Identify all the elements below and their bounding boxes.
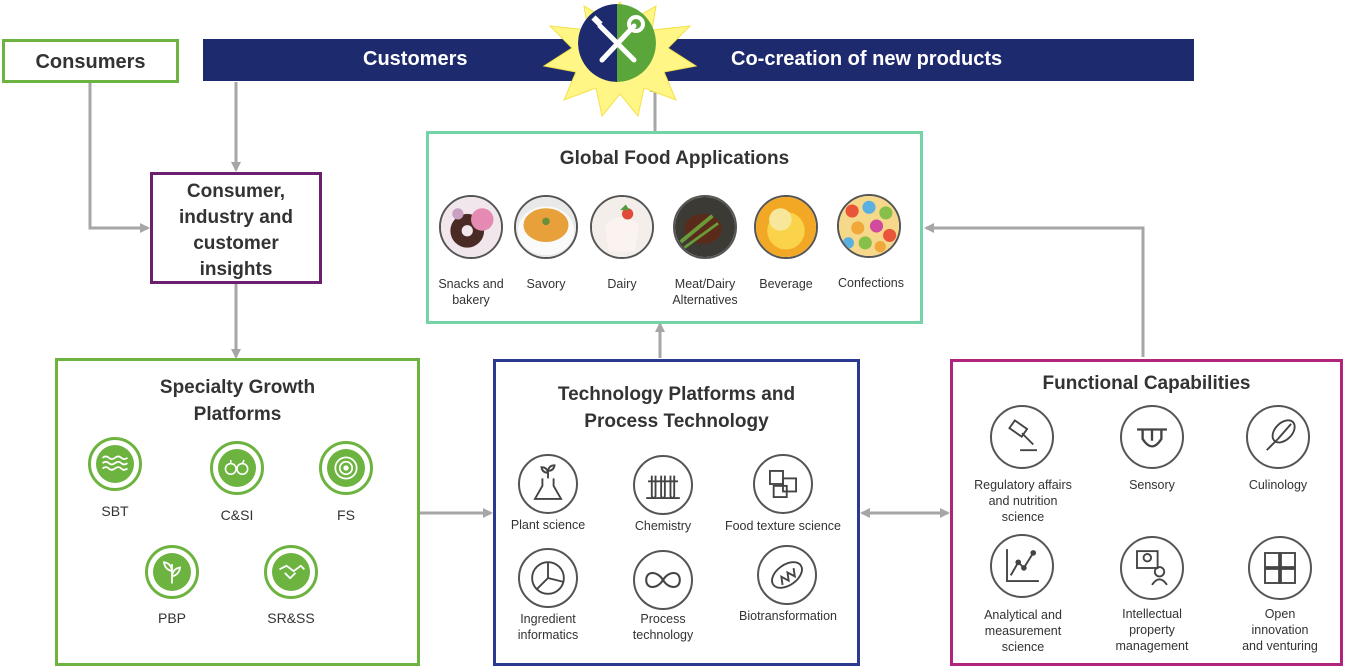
customers-banner: Customers Co-creation of new products	[203, 39, 1194, 81]
tech-label-biotransformation: Biotransformation	[739, 609, 837, 623]
idea-person-icon	[1120, 536, 1184, 600]
gfa-label-dairy: Dairy	[607, 277, 637, 291]
func-label-open-innovation: Open innovation and venturing	[1242, 607, 1318, 653]
insights-box: Consumer, industry and customer insights	[150, 172, 322, 284]
dairy-photo	[590, 195, 654, 259]
tech-label-chemistry: Chemistry	[634, 519, 692, 533]
test-tubes-icon	[633, 455, 693, 515]
gfa-label-confections: Confections	[837, 276, 904, 290]
tongue-icon	[1120, 405, 1184, 469]
func-label-regulatory: Regulatory affairs and nutrition science	[974, 478, 1072, 524]
sgp-label-srss: SR&SS	[267, 610, 315, 626]
tech-title: Technology Platforms and Process Technol…	[557, 384, 796, 432]
soup-photo	[514, 195, 578, 259]
sgp-label-sbt: SBT	[101, 503, 129, 519]
func-label-culinology: Culinology	[1248, 478, 1308, 492]
texture-icon	[753, 454, 813, 514]
tools-icon	[578, 4, 656, 82]
meat-photo	[673, 195, 737, 259]
flask-plant-icon	[518, 454, 578, 514]
produce-icon	[210, 441, 264, 495]
func-title: Functional Capabilities	[1042, 373, 1251, 394]
consumers-box: Consumers	[2, 39, 179, 83]
tech-label-informatics: Ingredient informatics	[517, 612, 579, 642]
gfa-label-meat: Meat/Dairy Alternatives	[672, 277, 738, 307]
customers-label: Customers	[363, 48, 468, 70]
gfa-label-snacks: Snacks and bakery	[438, 277, 504, 307]
confections-photo	[837, 194, 901, 258]
cocreation-label: Co-creation of new products	[731, 48, 1003, 70]
handshake-icon	[264, 545, 318, 599]
gavel-icon	[990, 405, 1054, 469]
sgp-title: Specialty Growth Platforms	[159, 377, 316, 425]
target-icon	[319, 441, 373, 495]
puzzle-icon	[1248, 536, 1312, 600]
insights-title: Consumer, industry and customer insights	[178, 181, 293, 280]
func-label-analytical: Analytical and measurement science	[984, 608, 1062, 654]
beverage-photo	[754, 195, 818, 259]
line-chart-icon	[990, 534, 1054, 598]
gfa-title: Global Food Applications	[559, 148, 790, 169]
arrow-consumers-to-insights	[88, 82, 150, 233]
waves-icon	[88, 437, 142, 491]
plant-icon	[145, 545, 199, 599]
gfa-label-beverage: Beverage	[759, 277, 813, 291]
gfa-label-savory: Savory	[526, 277, 566, 291]
func-label-sensory: Sensory	[1129, 478, 1175, 492]
consumers-label: Consumers	[35, 51, 146, 73]
specialty-growth-platforms-box: Specialty Growth Platforms	[55, 358, 420, 666]
tech-label-process: Process technology	[632, 612, 694, 642]
snacks-photo	[439, 195, 503, 259]
mitochondria-icon	[757, 545, 817, 605]
whisk-icon	[1246, 405, 1310, 469]
func-label-ip: Intellectual property management	[1115, 607, 1189, 653]
tech-label-texture: Food texture science	[724, 519, 842, 533]
sgp-label-pbp: PBP	[157, 610, 186, 626]
arrow-func-to-gfa	[924, 223, 1145, 357]
tech-label-plant: Plant science	[510, 518, 586, 532]
sgp-label-csi: C&SI	[220, 507, 254, 523]
sgp-label-fs: FS	[337, 507, 355, 523]
infinity-icon	[633, 550, 693, 610]
pie-chart-icon	[518, 548, 578, 608]
